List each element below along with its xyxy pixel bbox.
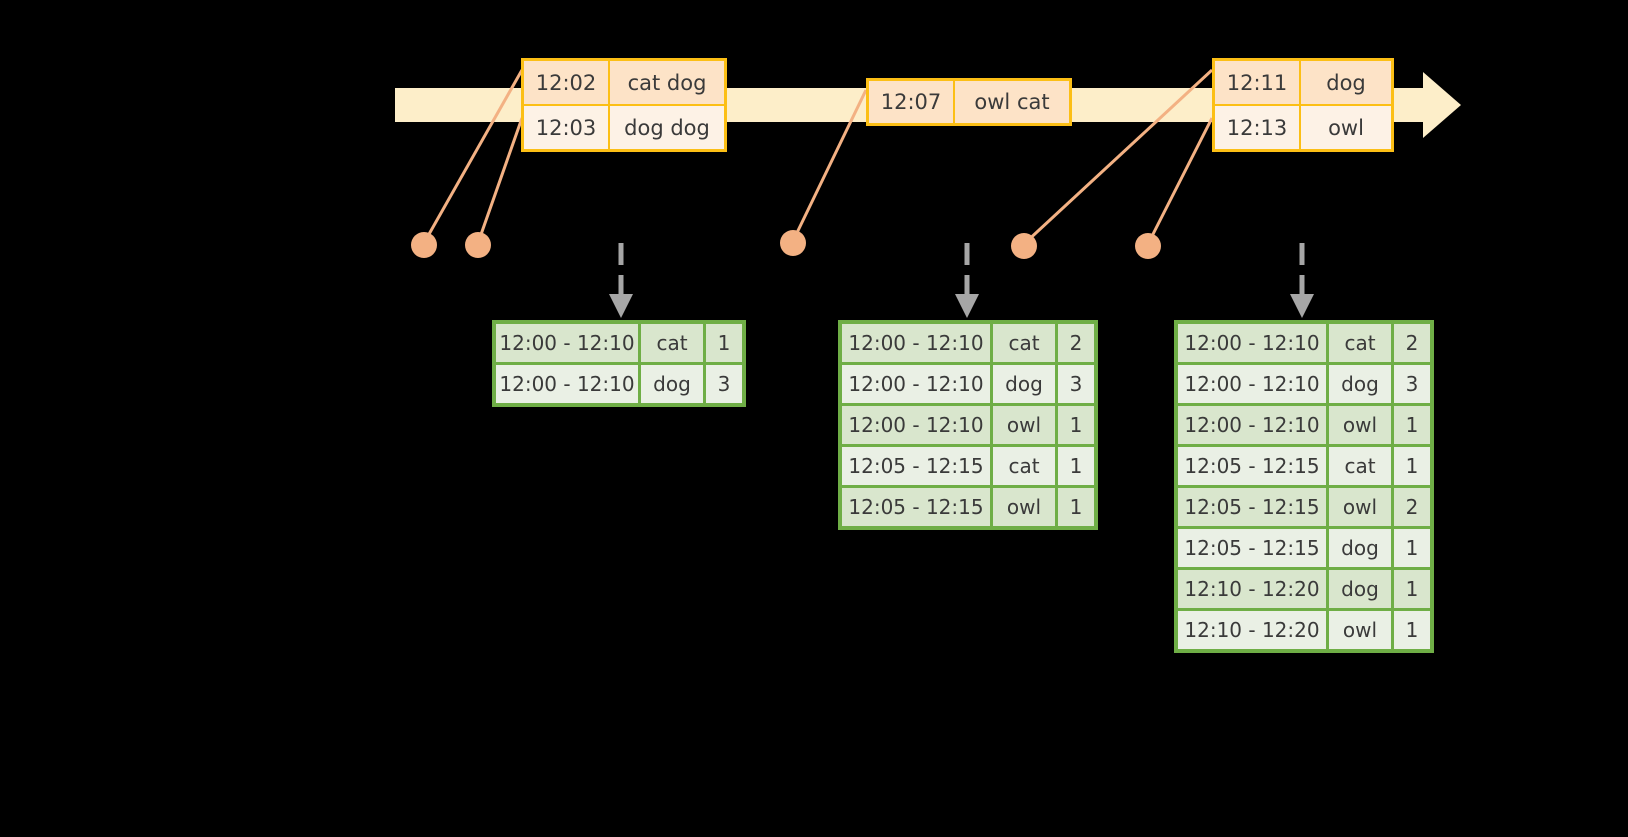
event-box-2[interactable]: 12:07 owl cat — [866, 78, 1072, 126]
event-time: 12:03 — [524, 106, 610, 149]
event-dot-3 — [780, 230, 806, 256]
cell-count: 1 — [1394, 447, 1430, 485]
cell-window: 12:00 - 12:10 — [1178, 406, 1326, 444]
cell-window: 12:00 - 12:10 — [842, 365, 990, 403]
cell-key: owl — [993, 488, 1055, 526]
event-row: 12:07 owl cat — [869, 81, 1069, 123]
cell-key: owl — [1329, 611, 1391, 649]
event-row: 12:02 cat dog — [524, 61, 724, 106]
event-value: dog dog — [610, 106, 724, 149]
cell-key: cat — [1329, 324, 1391, 362]
cell-key: cat — [993, 447, 1055, 485]
cell-count: 3 — [1394, 365, 1430, 403]
cell-key: owl — [993, 406, 1055, 444]
cell-key: dog — [993, 365, 1055, 403]
cell-count: 3 — [1058, 365, 1094, 403]
cell-window: 12:05 - 12:15 — [842, 488, 990, 526]
event-dot-4 — [1011, 233, 1037, 259]
event-value: owl cat — [955, 81, 1069, 123]
event-value: cat dog — [610, 61, 724, 104]
event-time: 12:02 — [524, 61, 610, 104]
event-time: 12:13 — [1215, 106, 1301, 149]
timeline-arrowhead — [1423, 72, 1461, 138]
cell-window: 12:05 - 12:15 — [1178, 488, 1326, 526]
event-row: 12:13 owl — [1215, 106, 1391, 149]
cell-key: dog — [641, 365, 703, 403]
cell-window: 12:05 - 12:15 — [842, 447, 990, 485]
cell-window: 12:05 - 12:15 — [1178, 447, 1326, 485]
cell-window: 12:10 - 12:20 — [1178, 611, 1326, 649]
cell-window: 12:10 - 12:20 — [1178, 570, 1326, 608]
cell-count: 3 — [706, 365, 742, 403]
event-time: 12:11 — [1215, 61, 1301, 104]
cell-count: 1 — [1394, 406, 1430, 444]
cell-key: dog — [1329, 365, 1391, 403]
cell-count: 1 — [1394, 611, 1430, 649]
cell-count: 1 — [1058, 447, 1094, 485]
event-time: 12:07 — [869, 81, 955, 123]
cell-window: 12:00 - 12:10 — [496, 324, 638, 362]
cell-key: owl — [1329, 406, 1391, 444]
cell-count: 2 — [1394, 324, 1430, 362]
event-box-3[interactable]: 12:11 dog 12:13 owl — [1212, 58, 1394, 152]
cell-count: 1 — [1394, 570, 1430, 608]
cell-window: 12:00 - 12:10 — [842, 406, 990, 444]
cell-key: cat — [1329, 447, 1391, 485]
cell-window: 12:00 - 12:10 — [842, 324, 990, 362]
cell-count: 1 — [1058, 406, 1094, 444]
event-value: dog — [1301, 61, 1391, 104]
cell-key: cat — [993, 324, 1055, 362]
event-dot-2 — [465, 232, 491, 258]
cell-key: dog — [1329, 570, 1391, 608]
cell-window: 12:00 - 12:10 — [1178, 365, 1326, 403]
cell-count: 1 — [1394, 529, 1430, 567]
cell-count: 2 — [1394, 488, 1430, 526]
event-dot-1 — [411, 232, 437, 258]
cell-count: 1 — [1058, 488, 1094, 526]
cell-key: cat — [641, 324, 703, 362]
event-row: 12:03 dog dog — [524, 106, 724, 149]
event-value: owl — [1301, 106, 1391, 149]
event-box-1[interactable]: 12:02 cat dog 12:03 dog dog — [521, 58, 727, 152]
cell-count: 2 — [1058, 324, 1094, 362]
cell-count: 1 — [706, 324, 742, 362]
cell-window: 12:00 - 12:10 — [496, 365, 638, 403]
cell-key: dog — [1329, 529, 1391, 567]
cell-window: 12:00 - 12:10 — [1178, 324, 1326, 362]
event-dot-5 — [1135, 233, 1161, 259]
event-row: 12:11 dog — [1215, 61, 1391, 106]
cell-window: 12:05 - 12:15 — [1178, 529, 1326, 567]
cell-key: owl — [1329, 488, 1391, 526]
